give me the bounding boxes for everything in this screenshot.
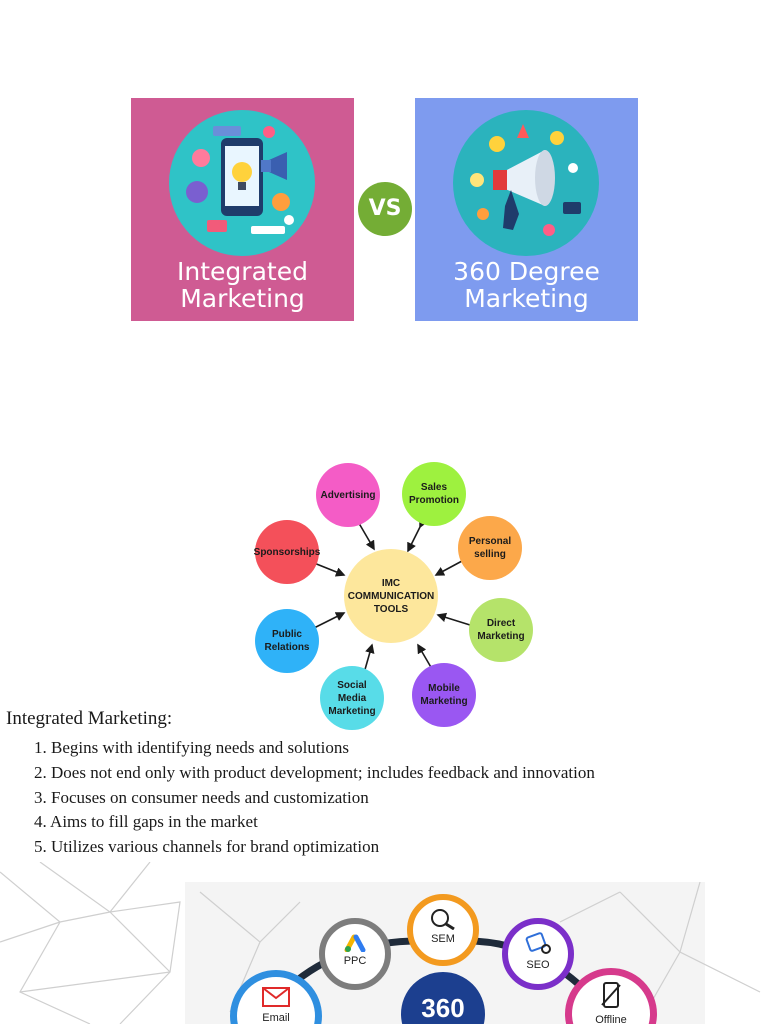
arrow-personal-selling xyxy=(434,552,472,576)
integrated-marketing-title: Integrated Marketing xyxy=(177,257,308,313)
offline-phone-icon xyxy=(601,982,621,1008)
integrated-marketing-points: 1. Begins with identifying needs and sol… xyxy=(34,736,595,860)
www-search-icon xyxy=(431,909,455,931)
arrow-advertising xyxy=(351,515,375,551)
arrow-sales-promotion xyxy=(407,517,428,553)
megaphone-marketing-illustration xyxy=(453,110,599,256)
channel-offline: Offline xyxy=(565,968,657,1024)
channel-label-offline: Offline xyxy=(595,1014,627,1024)
node-advertising: Advertising xyxy=(316,463,380,527)
google-ads-icon xyxy=(344,934,366,953)
list-item: 1. Begins with identifying needs and sol… xyxy=(34,738,349,757)
integrated-marketing-panel: Integrated Marketing xyxy=(131,98,354,321)
channel-label-seo: SEO xyxy=(526,959,550,971)
integrated-marketing-heading: Integrated Marketing: xyxy=(6,708,173,729)
channel-sem: SEM xyxy=(407,894,479,966)
arrow-direct-marketing xyxy=(436,612,480,632)
channel-ppc: PPC xyxy=(319,918,391,990)
channel-label-email: Email xyxy=(262,1012,290,1024)
vs-badge: VS xyxy=(358,182,412,236)
360-marketing-channels-graphic: Email PPC SEM SEO Offline 360 xyxy=(0,862,768,1024)
channel-label-ppc: PPC xyxy=(343,955,367,967)
list-item: 3. Focuses on consumer needs and customi… xyxy=(34,787,369,807)
360-degree-marketing-panel: 360 Degree Marketing xyxy=(415,98,638,321)
channel-seo: SEO xyxy=(502,918,574,990)
megaphone-icon xyxy=(470,124,581,236)
smartphone-marketing-illustration xyxy=(169,110,315,256)
list-item: 5. Utilizes various channels for brand o… xyxy=(34,837,380,857)
360-degree-marketing-title: 360 Degree Marketing xyxy=(453,257,600,313)
imc-center: IMC COMMUNICATION TOOLS xyxy=(344,549,438,643)
arrow-sponsorships xyxy=(304,555,346,577)
seo-tag-icon xyxy=(525,932,551,954)
channel-label-sem: SEM xyxy=(431,933,455,945)
node-sponsorships: Sponsorships xyxy=(254,520,320,584)
channel-email: Email xyxy=(230,970,322,1024)
phone-icon xyxy=(186,126,294,234)
list-item: 4. Aims to fill gaps in the market xyxy=(34,812,258,832)
email-icon xyxy=(262,987,290,1007)
list-item: 2. Does not end only with product develo… xyxy=(34,762,595,782)
arrow-public-relations xyxy=(306,612,346,635)
imc-communication-tools-diagram: IMC COMMUNICATION TOOLS Advertising Sale… xyxy=(240,455,540,740)
